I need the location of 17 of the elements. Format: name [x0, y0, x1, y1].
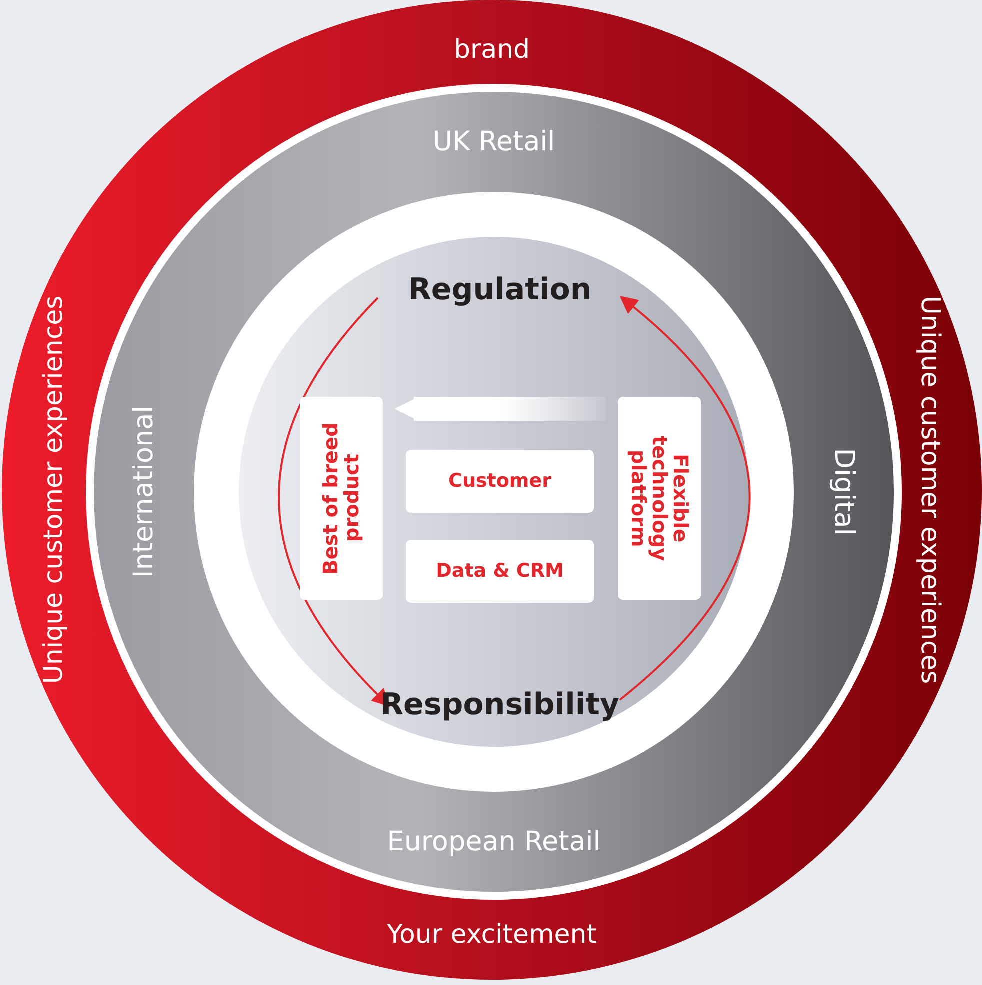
- block-arrow: [394, 397, 606, 421]
- ring-label: Your excitement: [387, 920, 597, 950]
- ring-label: European Retail: [387, 826, 601, 858]
- ring-label: International: [128, 406, 160, 578]
- ring-label: Unique customer experiences: [39, 296, 69, 684]
- ring-label: brand: [454, 35, 530, 65]
- ring-label: UK Retail: [432, 126, 556, 158]
- hub-box: Data & CRM: [406, 540, 594, 603]
- ring-label: Digital: [828, 448, 860, 536]
- cycle-label: Regulation: [408, 272, 592, 308]
- cycle-arrow: [619, 296, 751, 701]
- cycle-arrow: [278, 297, 390, 708]
- ring-label: Unique customer experiences: [915, 296, 945, 684]
- cycle-label: Responsibility: [380, 688, 620, 722]
- pillar-box: Best of breed product: [300, 397, 383, 600]
- hub-box: Customer: [406, 450, 594, 513]
- pillar-box: Flexible technology platform: [618, 397, 701, 600]
